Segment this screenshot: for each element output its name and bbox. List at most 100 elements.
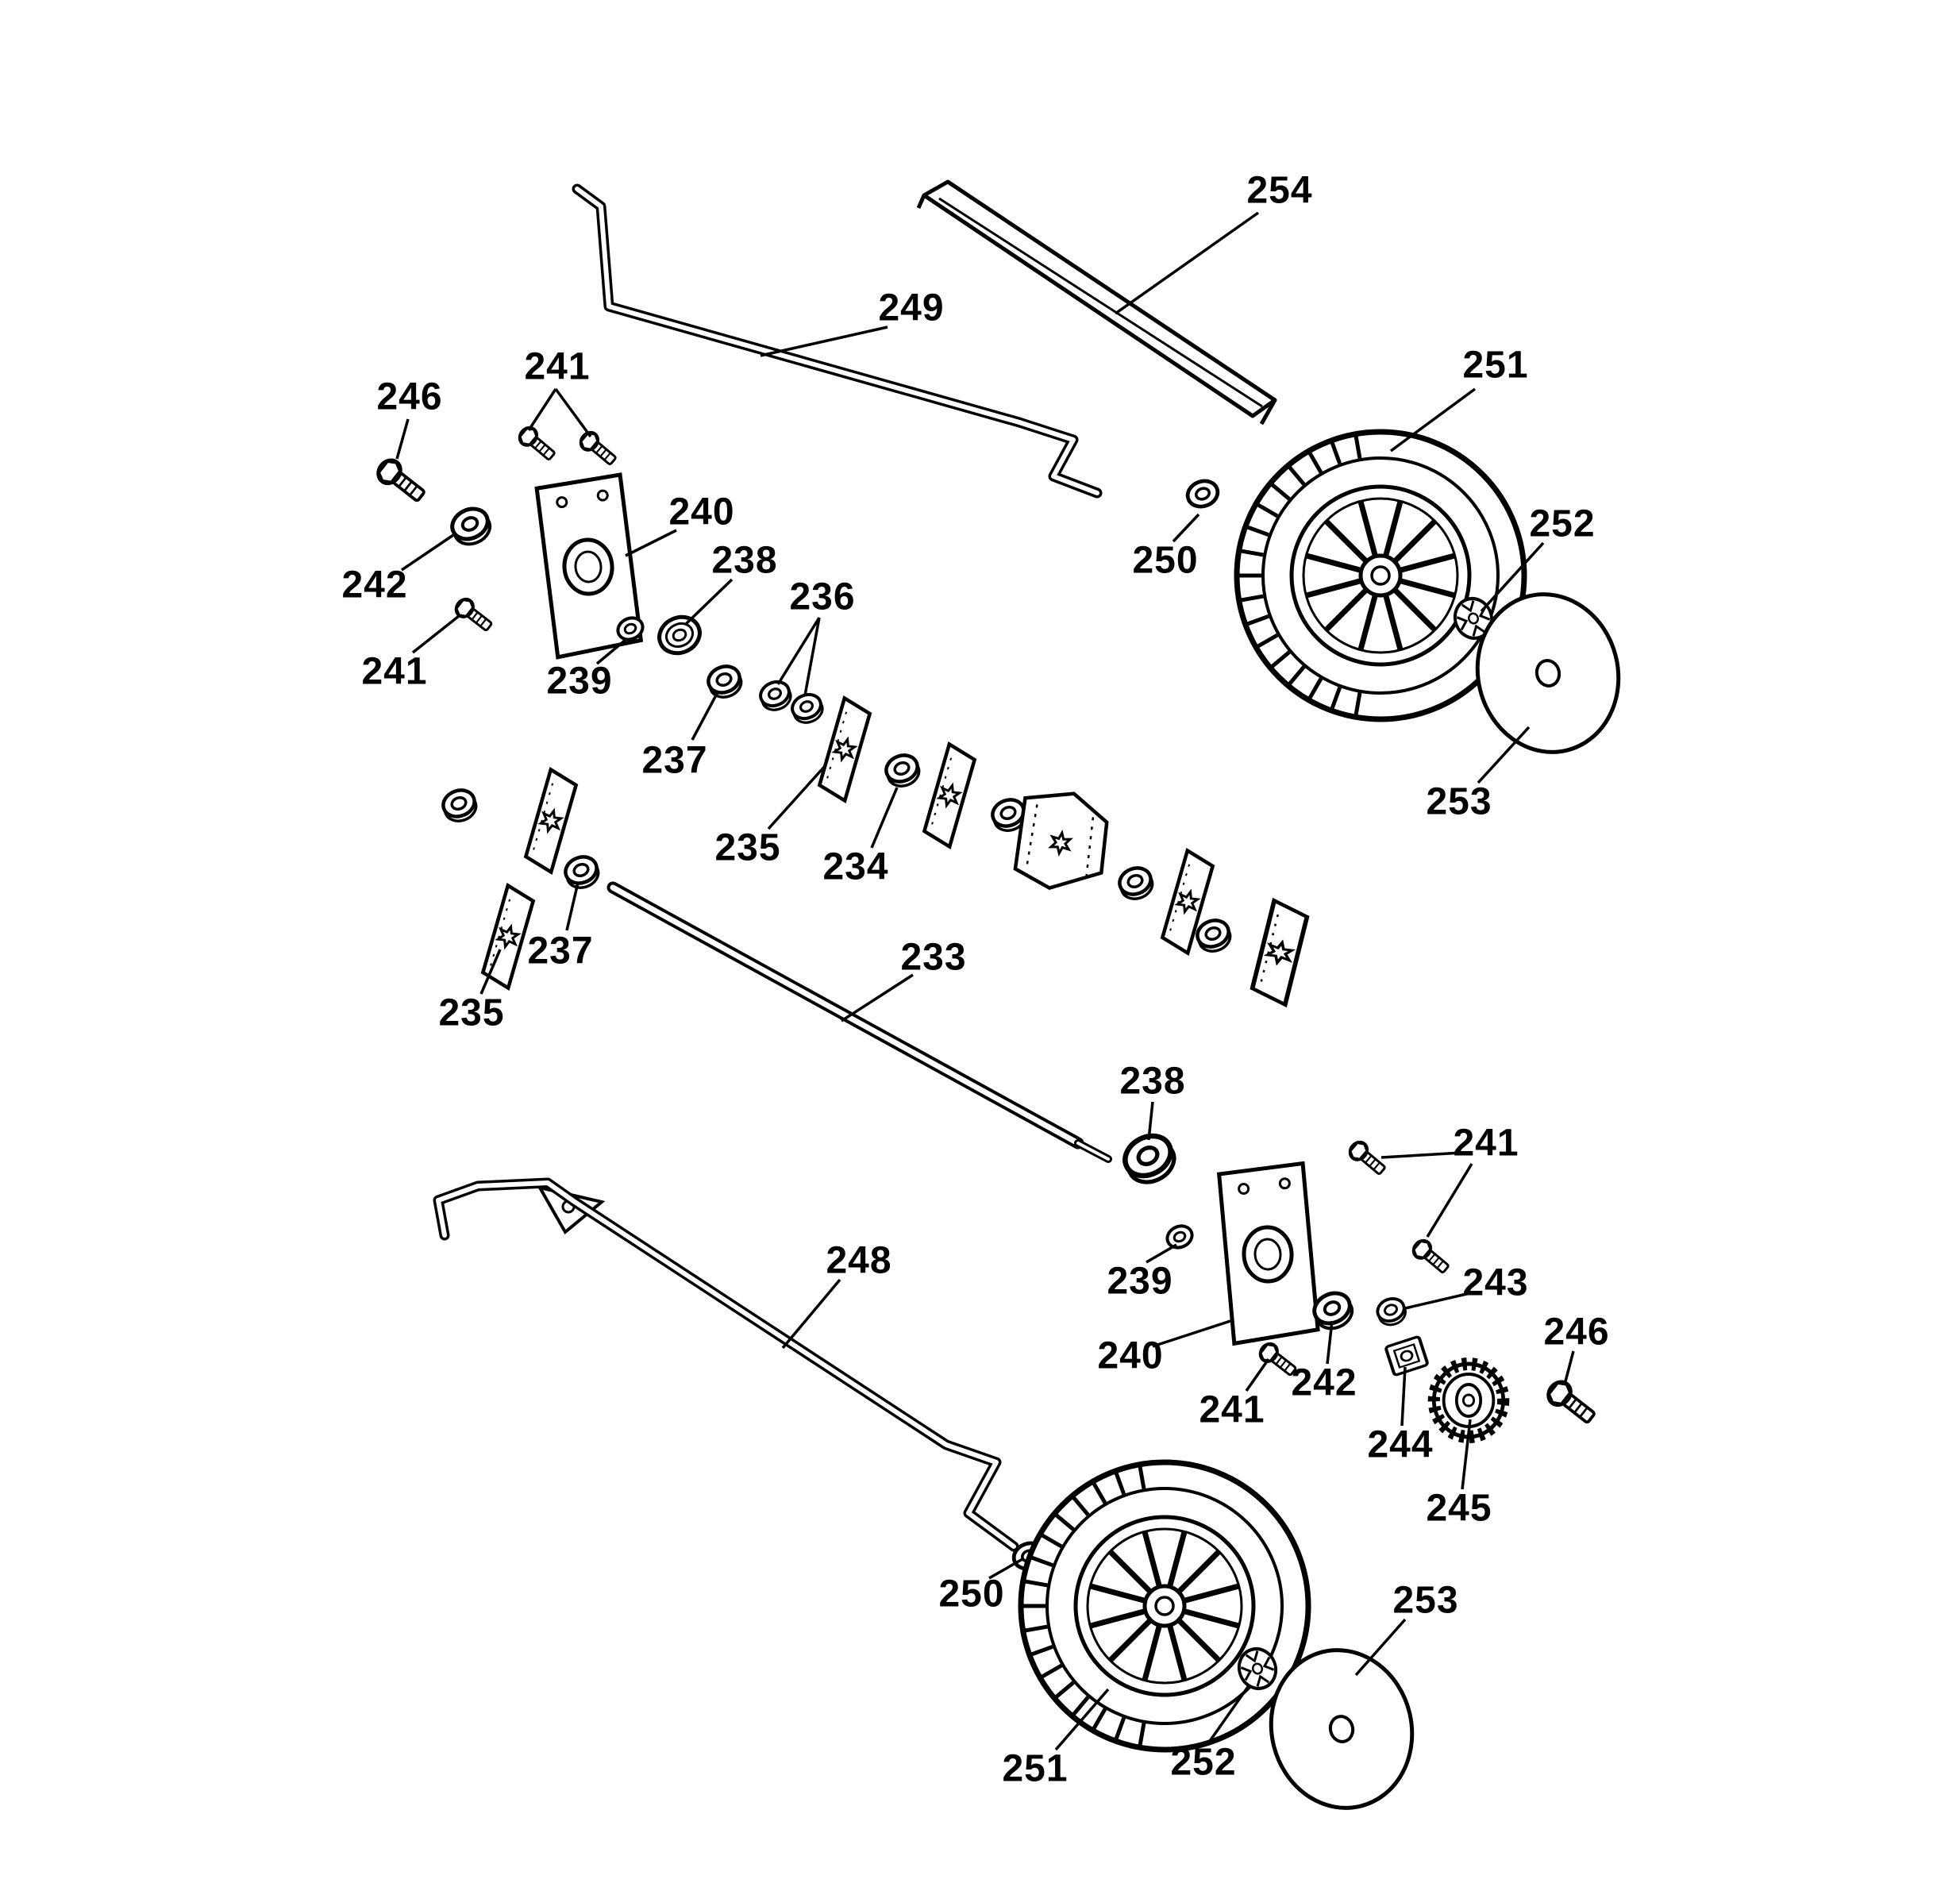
part-label-235-left: 235: [438, 992, 505, 1034]
tine-blade-1: [818, 698, 872, 800]
rail-254: [916, 179, 1277, 426]
spacer-242-left: [448, 503, 495, 549]
adapter-plate-244: [1384, 1334, 1430, 1377]
handle-rod-249: [572, 183, 1103, 499]
leader-241-top: [527, 387, 592, 438]
part-label-233: 233: [900, 936, 967, 979]
part-label-251-top: 251: [1462, 344, 1529, 387]
washer-250-top: [1184, 477, 1222, 510]
part-label-245: 245: [1426, 1487, 1492, 1530]
part-label-235-mid: 235: [714, 826, 781, 869]
leader-236: [776, 617, 821, 696]
leader-250-top: [1172, 513, 1200, 543]
bearing-plate-240-bottom: [1219, 1163, 1318, 1344]
part-label-244: 244: [1367, 1423, 1434, 1466]
leader-249: [760, 325, 888, 357]
leader-241-right: [1380, 1151, 1473, 1238]
part-label-250-top: 250: [1132, 539, 1199, 582]
spacer-234: [883, 751, 923, 790]
part-label-242-left: 242: [341, 564, 408, 607]
part-label-254: 254: [1246, 169, 1313, 212]
bushing-center-2: [1116, 864, 1157, 903]
leader-250-bottom: [988, 1558, 1023, 1580]
leader-244: [1400, 1366, 1407, 1427]
bolt-246-left: [374, 456, 429, 506]
leader-237-top: [691, 691, 719, 741]
tine-blade-left-1: [524, 769, 579, 872]
part-label-240-bottom: 240: [1097, 1334, 1164, 1377]
leader-253-bottom: [1354, 1618, 1407, 1677]
part-label-241-right: 241: [1453, 1122, 1519, 1165]
leader-243: [1404, 1291, 1474, 1310]
bushing-237-left: [562, 853, 603, 892]
bolt-241-b: [576, 427, 621, 470]
leader-252-bottom: [1207, 1683, 1251, 1745]
bushing-left-1: [440, 786, 480, 825]
leader-238-bottom: [1147, 1101, 1154, 1141]
washer-236-b: [789, 691, 826, 727]
leader-241-bottom: [1245, 1357, 1270, 1392]
part-label-240-top: 240: [668, 491, 735, 533]
part-label-237-left: 237: [527, 930, 594, 972]
leader-234: [870, 787, 899, 849]
part-label-253-top: 253: [1426, 780, 1492, 823]
leader-239-top: [595, 638, 627, 665]
bushing-center-3: [1194, 916, 1234, 955]
leader-240-top: [625, 529, 677, 557]
axle-233: [606, 881, 1112, 1163]
part-label-251-bottom: 251: [1002, 1747, 1069, 1790]
bushing-237-top: [705, 662, 745, 701]
leader-251-top: [1389, 387, 1477, 452]
tine-blade-4: [1250, 900, 1309, 1004]
part-label-253-bottom: 253: [1392, 1579, 1459, 1622]
part-label-234: 234: [822, 845, 889, 888]
bolt-241-a: [514, 422, 560, 465]
leader-241-left: [411, 614, 460, 654]
part-label-249: 249: [878, 287, 945, 329]
leader-lines: [395, 211, 1575, 1751]
washer-239-bottom: [1162, 1220, 1197, 1254]
leader-233: [841, 973, 914, 1022]
part-label-243: 243: [1462, 1261, 1529, 1304]
part-label-242-right: 242: [1291, 1361, 1357, 1404]
part-label-248: 248: [826, 1239, 892, 1282]
center-tine-plate: [1013, 787, 1111, 895]
part-label-238-bottom: 238: [1119, 1060, 1186, 1103]
part-label-239-bottom: 239: [1107, 1260, 1173, 1303]
leader-252-top: [1480, 541, 1545, 613]
leader-253-top: [1477, 726, 1531, 784]
leader-238-top: [684, 578, 734, 626]
leader-239-bottom: [1146, 1243, 1177, 1264]
bushing-243: [1373, 1293, 1411, 1331]
leader-242-left: [401, 532, 456, 572]
part-label-239-top: 239: [546, 660, 613, 703]
handle-rod-248: [433, 1177, 1019, 1552]
part-label-252-top: 252: [1529, 503, 1596, 545]
bolt-246-right: [1544, 1377, 1599, 1428]
leader-242-right: [1326, 1320, 1334, 1365]
leader-235-left: [479, 949, 502, 995]
leader-237-left: [565, 882, 580, 931]
leader-248: [781, 1278, 841, 1350]
bolt-241-e: [1408, 1235, 1454, 1278]
leader-246-left: [395, 418, 410, 460]
washer-236-a: [757, 678, 795, 714]
leader-251-bottom: [1054, 1688, 1110, 1751]
part-label-237-top: 237: [641, 739, 708, 782]
leader-235-mid: [767, 764, 827, 830]
tine-blade-2: [922, 744, 977, 846]
bolt-241-c: [451, 594, 497, 637]
part-label-238-top: 238: [711, 539, 778, 582]
part-label-241-top: 241: [524, 345, 591, 388]
part-label-246-right: 246: [1543, 1311, 1610, 1354]
part-label-250-bottom: 250: [938, 1573, 1005, 1616]
part-label-241-left: 241: [361, 650, 428, 693]
leader-240-bottom: [1152, 1319, 1231, 1348]
part-label-252-bottom: 252: [1170, 1741, 1237, 1784]
part-label-246-left: 246: [376, 375, 443, 418]
wheel-251-bottom: [1021, 1462, 1308, 1750]
part-label-236: 236: [789, 576, 856, 618]
leader-246-right: [1564, 1350, 1575, 1382]
